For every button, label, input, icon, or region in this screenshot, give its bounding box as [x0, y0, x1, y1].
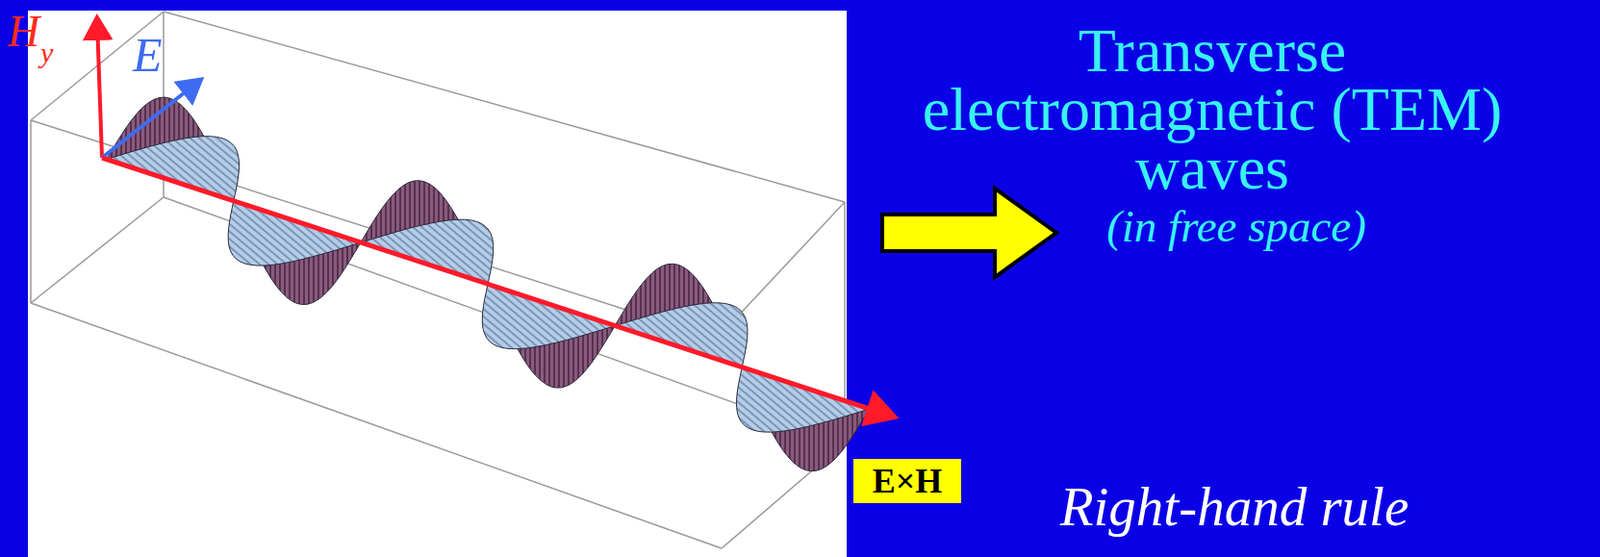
wave-lobe: [228, 201, 361, 266]
wave-lobe: [482, 283, 615, 349]
yellow-arrow: [882, 188, 1057, 278]
h-symbol: H: [7, 5, 40, 57]
propagation-arrow: [101, 157, 890, 416]
rule-text: Right-hand rule: [1060, 475, 1410, 538]
wave-lobe: [360, 219, 494, 284]
box-wireframe: [30, 11, 845, 549]
highlight-box: E×H: [853, 458, 962, 504]
h-field-arrow: [97, 21, 102, 158]
e-field-arrow: [101, 81, 199, 158]
e-symbol: E: [132, 26, 163, 83]
node-text: E×H: [872, 460, 943, 502]
note-text: (in free space): [1106, 200, 1367, 253]
white-panel: [27, 10, 847, 557]
subscript: y: [40, 36, 53, 70]
wave-lobe: [106, 136, 240, 202]
title-text: Transverse electromagnetic (TEM) waves: [899, 21, 1525, 198]
wave-lobe: [614, 303, 748, 368]
